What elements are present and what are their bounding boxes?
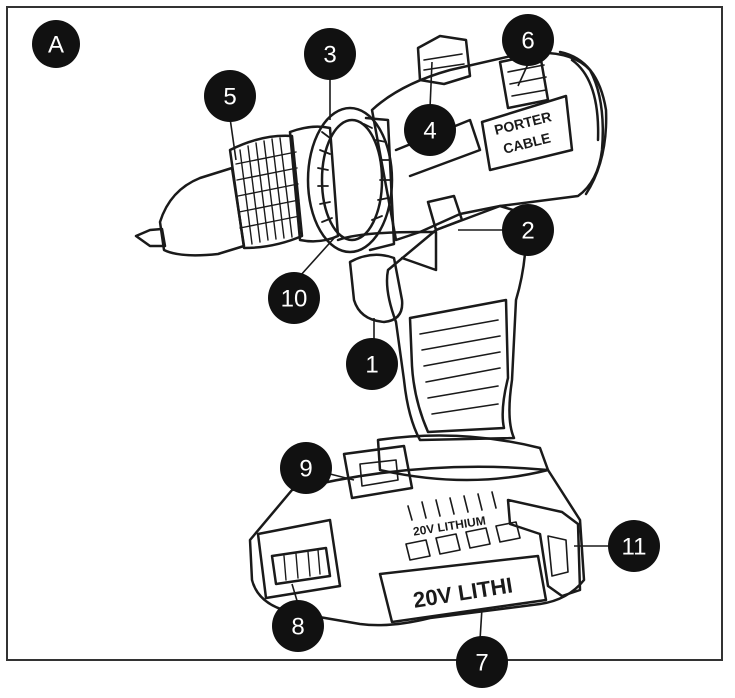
grip-overmold <box>408 298 510 434</box>
leader-6 <box>517 63 529 87</box>
callout-3: 3 <box>304 28 356 80</box>
panel-label: A <box>32 20 80 68</box>
callout-9-label: 9 <box>299 456 312 483</box>
leader-9 <box>329 473 355 481</box>
panel-label-text: A <box>48 32 64 59</box>
battery-pack <box>248 434 586 627</box>
leader-5 <box>229 117 237 161</box>
battery-release-button <box>342 444 414 500</box>
callout-7: 7 <box>456 636 508 688</box>
chuck-rear-ring <box>288 125 340 243</box>
callouts: 1 2 3 4 5 6 7 8 <box>204 14 660 688</box>
gear-selector <box>416 34 472 86</box>
callout-11-label: 11 <box>622 534 647 561</box>
clutch-collar <box>306 106 396 254</box>
callout-7-label: 7 <box>475 650 488 677</box>
callout-10-label: 10 <box>281 286 308 313</box>
brand-badge <box>480 94 574 172</box>
figure-frame <box>6 6 723 661</box>
chuck-tip <box>134 227 167 248</box>
chuck <box>134 125 340 257</box>
callout-10: 10 <box>268 272 320 324</box>
chuck-nose <box>158 166 246 257</box>
callout-5-label: 5 <box>223 84 236 111</box>
callout-4-label: 4 <box>423 118 436 145</box>
callout-8-label: 8 <box>291 614 304 641</box>
callout-6: 6 <box>502 14 554 66</box>
callout-2-label: 2 <box>521 218 534 245</box>
callout-1: 1 <box>346 338 398 390</box>
battery-side-panel <box>378 554 548 624</box>
callout-3-label: 3 <box>323 42 336 69</box>
trigger <box>348 253 404 324</box>
handle <box>385 204 528 442</box>
callout-6-label: 6 <box>521 28 534 55</box>
leader-4 <box>429 61 433 109</box>
fuel-gauge <box>270 546 332 586</box>
callout-2: 2 <box>502 204 554 256</box>
leader-7 <box>479 607 483 641</box>
callout-5: 5 <box>204 70 256 122</box>
callout-1-label: 1 <box>365 352 378 379</box>
chuck-sleeve <box>228 134 304 250</box>
callout-4: 4 <box>404 104 456 156</box>
trigger-guard <box>336 230 438 272</box>
battery-latch <box>506 498 582 598</box>
callout-11: 11 <box>608 520 660 572</box>
callout-8: 8 <box>272 600 324 652</box>
callout-9: 9 <box>280 442 332 494</box>
leader-10 <box>299 235 337 277</box>
